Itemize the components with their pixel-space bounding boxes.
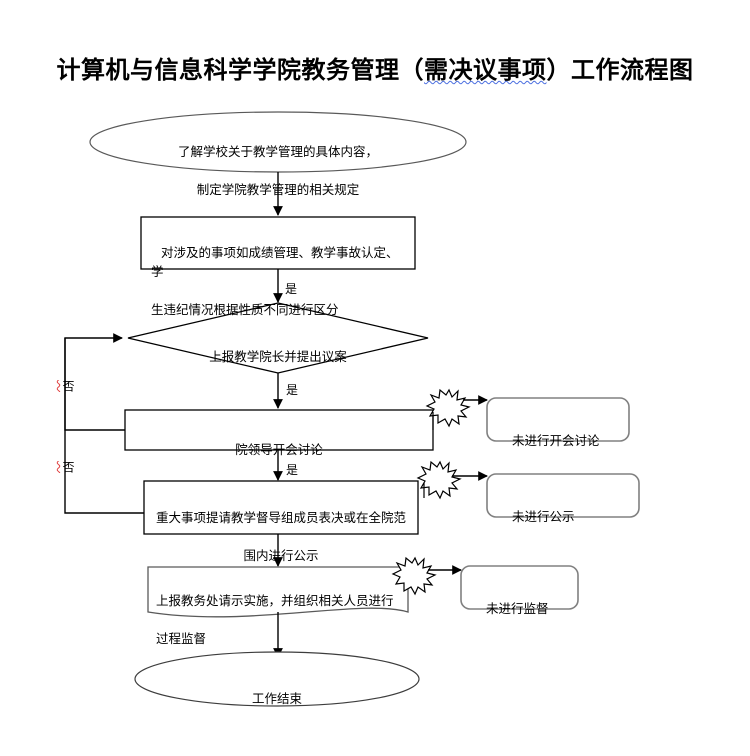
edge-label-yes-2: 是 — [286, 383, 299, 397]
major-item-vote-line1: 重大事项提请教学督导组成员表决或在全院范 — [155, 510, 406, 525]
major-item-vote-shape[interactable] — [143, 480, 419, 535]
start-terminator-line2: 制定学院教学管理的相关规定 — [196, 182, 360, 197]
report-implement-line2: 过程监督 — [156, 631, 207, 646]
leadership-meeting-line1: 院领导开会讨论 — [235, 442, 323, 457]
edge-label-yes-1: 是 — [285, 282, 298, 296]
callout-no-publicity-text: 未进行公示 — [512, 509, 575, 524]
end-terminator-label: 工作结束 — [177, 670, 377, 727]
end-terminator-shape[interactable] — [134, 651, 420, 707]
callout-no-supervision-shape[interactable] — [460, 565, 579, 610]
page-title-highlight: 需决议事项 — [424, 55, 547, 84]
burst-no-meeting-icon — [425, 388, 471, 428]
callout-no-supervision-text: 未进行监督 — [486, 601, 549, 616]
major-item-vote-label: 重大事项提请教学督导组成员表决或在全院范 围内进行公示 — [149, 489, 413, 584]
burst-no-publicity-icon — [416, 460, 462, 500]
edge-label-yes-3: 是 — [286, 463, 299, 477]
end-terminator-line1: 工作结束 — [251, 691, 302, 706]
callout-no-meeting-text: 未进行开会讨论 — [512, 433, 600, 448]
page-title-prefix: 计算机与信息科学学院教务管理（ — [56, 55, 424, 84]
classify-process-label: 对涉及的事项如成绩管理、教学事故认定、学 生违纪情况根据性质不同进行区分 — [151, 224, 409, 338]
report-decision-label: 上报教学院长并提出议案 — [178, 328, 378, 385]
report-decision-line1: 上报教学院长并提出议案 — [209, 349, 347, 364]
callout-no-publicity-shape[interactable] — [486, 473, 640, 518]
leadership-meeting-label: 院领导开会讨论 — [125, 421, 433, 478]
callout-no-meeting-label: 未进行开会讨论 — [512, 412, 632, 469]
edge-vote-no-loop — [64, 338, 144, 514]
start-terminator-label: 了解学校关于教学管理的具体内容， 制定学院教学管理的相关规定 — [128, 123, 428, 218]
callout-no-publicity-label: 未进行公示 — [512, 488, 632, 545]
classify-process-shape[interactable] — [140, 216, 416, 270]
report-implement-line1: 上报教务处请示实施，并组织相关人员进行 — [156, 593, 394, 608]
edge-label-no-1: 否 — [61, 380, 75, 392]
start-terminator-line1: 了解学校关于教学管理的具体内容， — [177, 144, 378, 159]
classify-process-line1: 对涉及的事项如成绩管理、教学事故认定、学 — [151, 245, 399, 279]
burst-no-supervision-icon — [391, 556, 437, 596]
callout-no-meeting-shape[interactable] — [486, 397, 630, 442]
page-title-suffix: ）工作流程图 — [546, 55, 694, 84]
page-title: 计算机与信息科学学院教务管理（需决议事项）工作流程图 — [0, 50, 750, 85]
edge-label-no-2: 否 — [61, 461, 75, 473]
report-implement-shape[interactable] — [147, 566, 409, 618]
major-item-vote-line2: 围内进行公示 — [243, 548, 319, 563]
callout-no-supervision-label: 未进行监督 — [486, 580, 596, 637]
report-implement-label: 上报教务处请示实施，并组织相关人员进行 过程监督 — [156, 572, 406, 667]
classify-process-line2: 生违纪情况根据性质不同进行区分 — [151, 302, 339, 317]
